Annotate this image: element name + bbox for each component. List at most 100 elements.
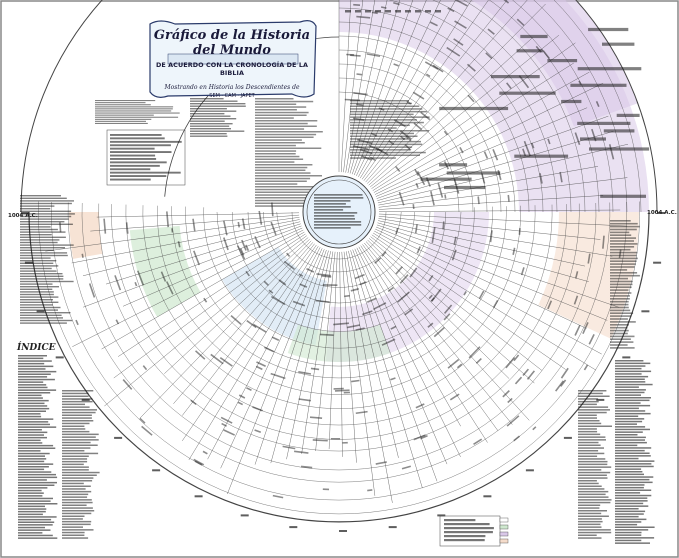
index-entry [18, 436, 47, 439]
lineage-entry [580, 137, 606, 141]
left-column-entry [20, 195, 61, 197]
index-entry [18, 442, 43, 444]
index-entry [615, 481, 653, 484]
lineage-entry [420, 177, 472, 181]
spoke-label [252, 323, 267, 333]
index-entry [615, 460, 655, 462]
left-column-entry [20, 239, 60, 241]
intro-text-line [255, 153, 296, 155]
right-column-entry [610, 283, 633, 286]
radial-spoke [368, 37, 533, 186]
radial-spoke [367, 3, 546, 184]
center-text-line [314, 212, 358, 214]
spoke-label [210, 353, 224, 365]
top-axis-label [415, 10, 421, 13]
index-entry [18, 468, 45, 471]
index-entry [18, 429, 42, 431]
index-entry [578, 414, 597, 416]
concentric-arc [142, 205, 536, 409]
left-column-entry [20, 221, 65, 223]
index-entry [615, 513, 644, 515]
index-entry [62, 411, 96, 414]
radial-spoke [104, 237, 309, 407]
concentric-arc-upper [463, 0, 586, 213]
right-column-entry [610, 254, 637, 257]
spoke-label [547, 300, 553, 310]
index-entry [18, 410, 46, 412]
spoke-label [530, 142, 535, 149]
spoke-label [115, 319, 120, 325]
data-table-row [110, 178, 151, 181]
left-column-entry [20, 213, 75, 215]
spoke-label [401, 465, 411, 470]
data-table-row [110, 168, 151, 171]
spoke-label [446, 46, 461, 57]
spoke-label [587, 253, 591, 264]
spoke-label [513, 435, 520, 442]
index-entry [62, 417, 92, 419]
outer-tick-label [657, 212, 665, 214]
spoke-label [473, 438, 483, 445]
index-entry [615, 402, 641, 404]
index-entry [615, 378, 645, 380]
chart-subtitle: DE ACUERDO CON LA CRONOLOGÍA DE LA BIBLI… [155, 61, 309, 77]
index-entry [578, 411, 607, 414]
index-entry [18, 373, 51, 375]
legend-entry [444, 519, 476, 522]
spoke-label [595, 100, 600, 107]
spoke-label [574, 271, 579, 279]
index-entry [615, 447, 652, 449]
left-column-entry [20, 241, 58, 244]
right-column-entry [610, 260, 637, 262]
spoke-label [412, 91, 425, 100]
band-purple-top [471, 0, 638, 127]
index-entry [62, 395, 89, 397]
index-entry [615, 526, 655, 528]
index-entry [578, 529, 611, 531]
index-entry [615, 534, 642, 536]
spoke-label [582, 322, 589, 335]
spoke-label [346, 324, 361, 329]
index-heading: ÍNDICE [17, 343, 56, 353]
right-column-entry [610, 220, 631, 222]
index-entry [578, 392, 603, 395]
index-entry [18, 510, 46, 513]
index-entry [18, 487, 48, 489]
spoke-label [578, 80, 582, 85]
spoke-label [387, 286, 394, 293]
index-entry [18, 384, 47, 386]
spoke-label [487, 28, 495, 35]
left-column-entry [20, 262, 54, 264]
index-entry [615, 399, 650, 402]
spoke-label [268, 289, 274, 294]
index-entry [62, 518, 83, 520]
index-entry [18, 497, 53, 500]
intro-text-line [350, 100, 409, 102]
index-entry [615, 463, 652, 465]
spoke-label [430, 191, 435, 206]
top-axis-label [345, 10, 351, 13]
right-column-entry [610, 315, 632, 317]
spoke-label [246, 319, 257, 329]
spoke-label [414, 224, 418, 234]
spoke-label [573, 295, 579, 305]
radial-spoke [353, 0, 427, 176]
index-entry [18, 529, 51, 531]
data-table-row [110, 158, 157, 160]
spoke-label [467, 94, 475, 103]
index-entry [62, 534, 85, 536]
index-entry [578, 460, 608, 463]
intro-text-line [255, 177, 311, 180]
index-entry [18, 524, 53, 526]
spoke-label [220, 416, 233, 424]
spoke-label [522, 368, 529, 377]
index-entry [62, 430, 90, 433]
index-entry [578, 425, 612, 427]
radial-spoke [365, 0, 528, 183]
spoke-label [271, 295, 286, 306]
right-column-entry [610, 269, 628, 271]
index-entry [62, 458, 88, 460]
intro-text-line [255, 125, 317, 127]
left-column-entry [20, 254, 68, 257]
index-entry [578, 523, 601, 526]
